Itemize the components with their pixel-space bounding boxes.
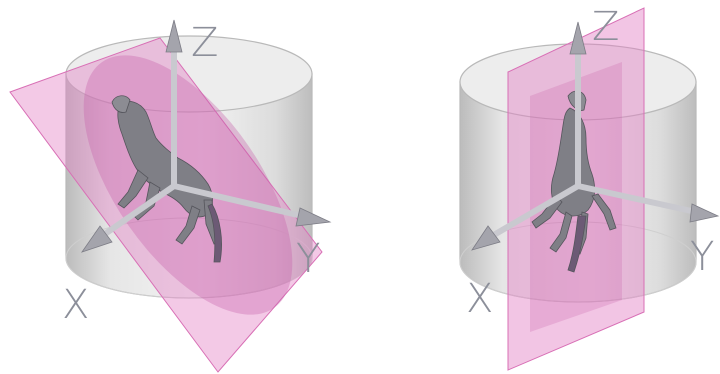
x-axis-label: X — [62, 282, 89, 328]
left-panel: Z Y X — [0, 0, 360, 374]
right-scene: Z Y X — [360, 0, 720, 374]
z-axis-label: Z — [592, 4, 619, 50]
x-axis-label: X — [466, 276, 493, 322]
z-axis-label: Z — [191, 20, 218, 66]
y-axis-label: Y — [296, 236, 320, 282]
left-scene: Z Y X — [0, 0, 360, 374]
right-panel: Z Y X — [360, 0, 720, 374]
y-axis-label: Y — [690, 234, 714, 280]
